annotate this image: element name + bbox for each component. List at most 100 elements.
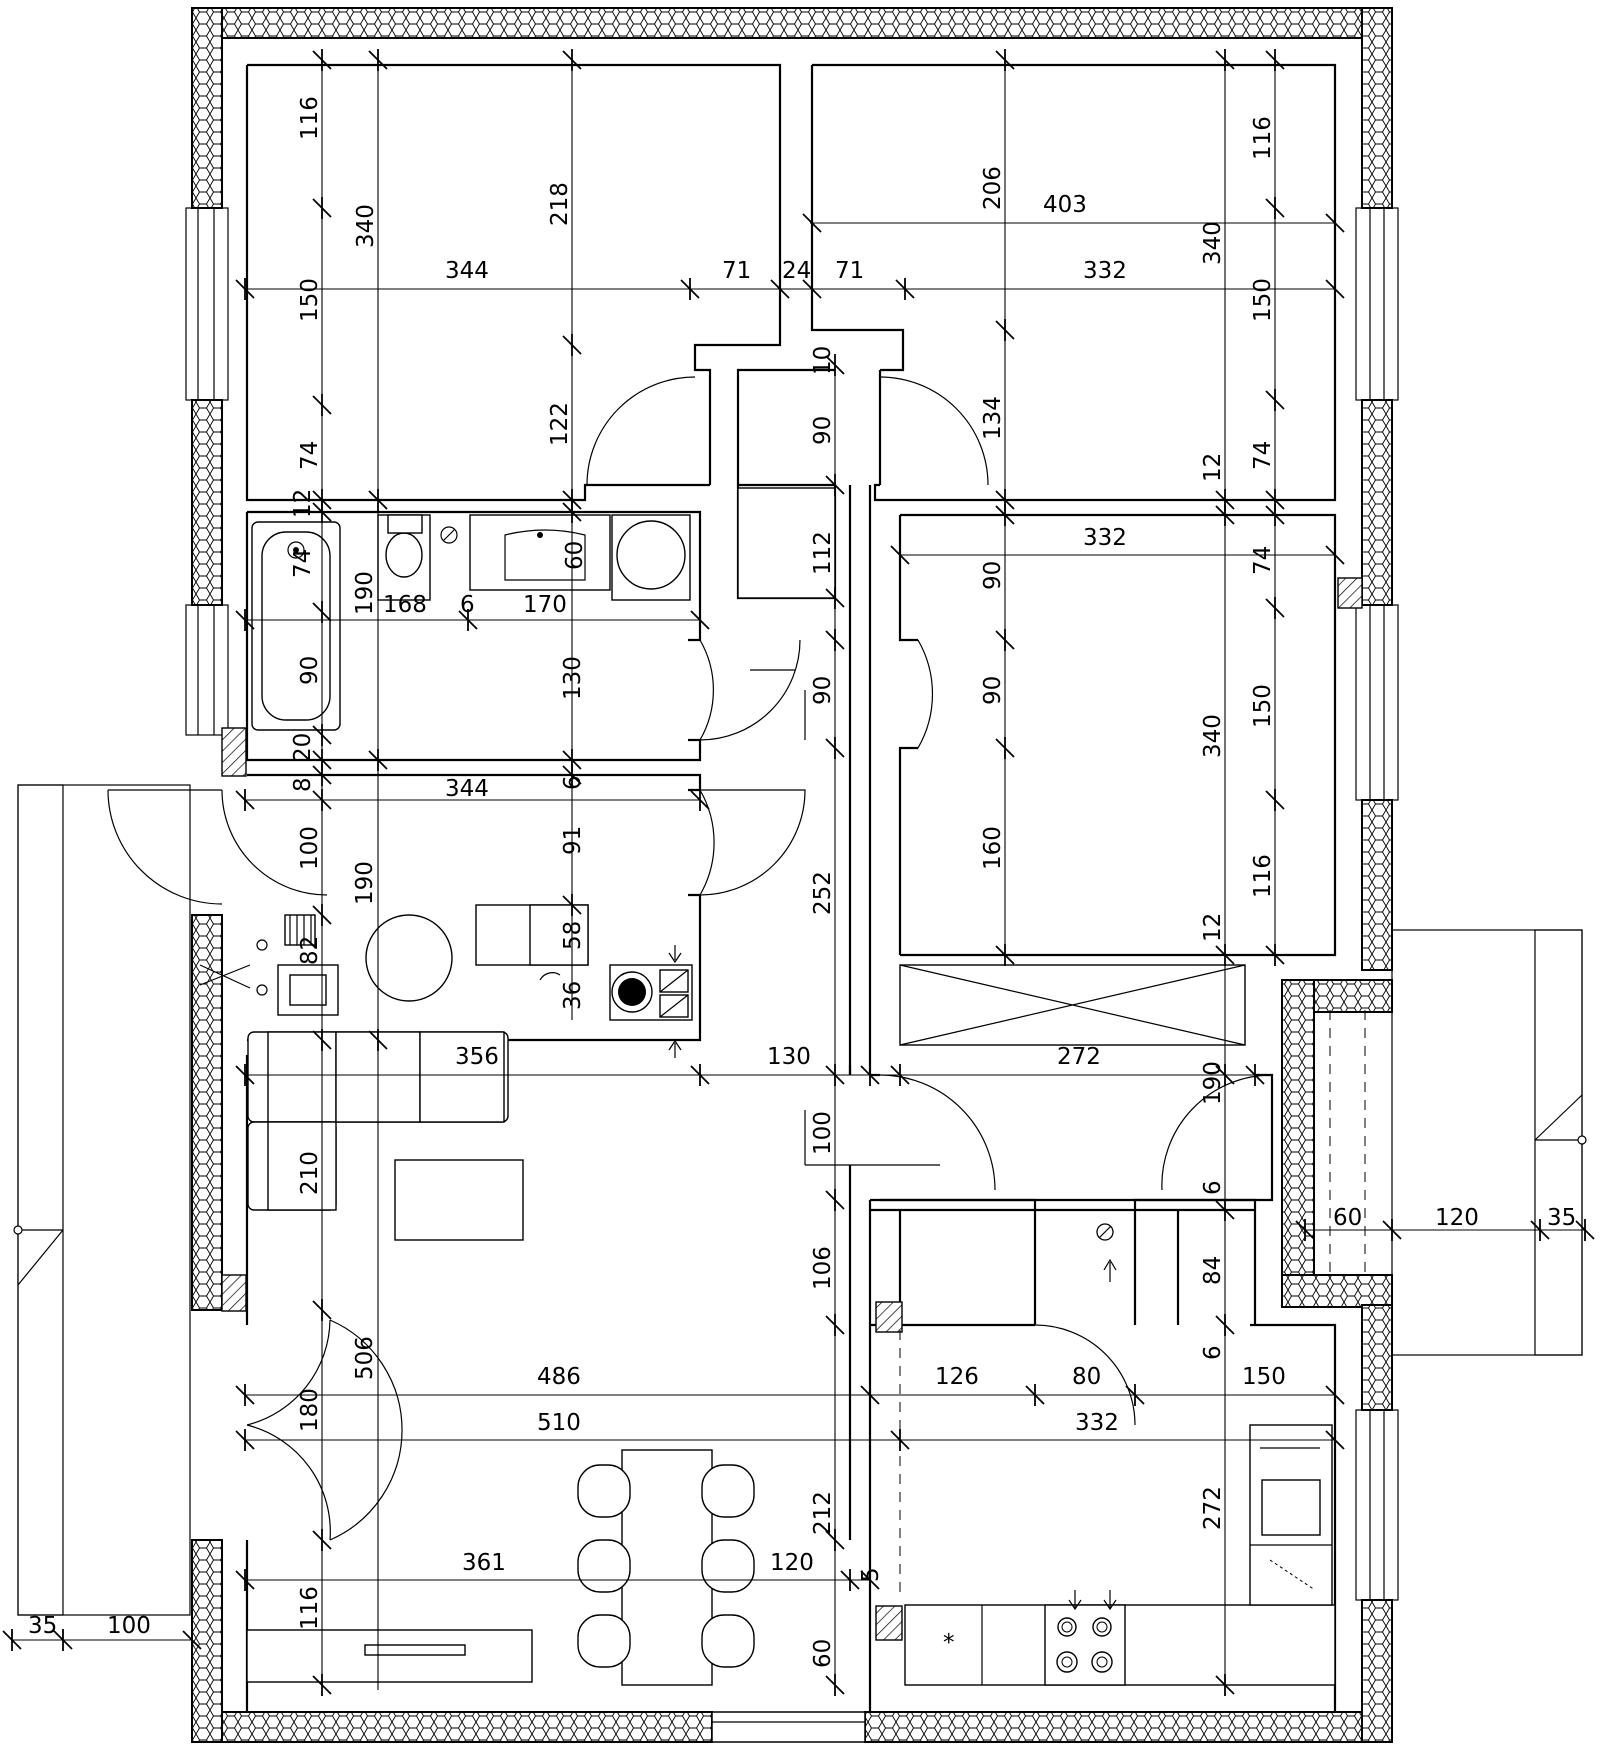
dim-212: 212 <box>810 1491 836 1535</box>
dim-20: 20 <box>290 733 316 762</box>
dim-60: 60 <box>562 541 588 570</box>
dim-84: 84 <box>1200 1256 1226 1285</box>
dim-100: 100 <box>107 1613 151 1639</box>
dim-150: 150 <box>1250 684 1276 728</box>
dim-6: 6 <box>1200 1345 1226 1360</box>
dim-130: 130 <box>560 656 586 700</box>
doors <box>107 376 1273 1541</box>
dim-170: 170 <box>523 592 567 618</box>
dim-5: 5 <box>858 1567 884 1582</box>
dim-12: 12 <box>290 489 316 518</box>
dim-74: 74 <box>290 549 316 578</box>
dim-126: 126 <box>935 1364 979 1390</box>
dim-190: 190 <box>1200 1061 1226 1105</box>
structural-columns <box>221 577 1363 1641</box>
dim-112: 112 <box>810 531 836 575</box>
dim-361: 361 <box>462 1550 506 1576</box>
dim-71: 71 <box>835 258 864 284</box>
dim-12: 12 <box>1200 913 1226 942</box>
dim-332: 332 <box>1075 1410 1119 1436</box>
dim-120: 120 <box>1435 1205 1479 1231</box>
bathroom-fixtures <box>251 514 691 731</box>
dim-106: 106 <box>810 1246 836 1290</box>
dim-100: 100 <box>810 1111 836 1155</box>
svg-text:*: * <box>943 1630 955 1656</box>
dim-90: 90 <box>810 416 836 445</box>
dim-90: 90 <box>980 561 1006 590</box>
dim-90: 90 <box>810 676 836 705</box>
dim-6: 6 <box>1200 1180 1226 1195</box>
dim-160: 160 <box>980 826 1006 870</box>
dim-340: 340 <box>1200 221 1226 265</box>
dim-91: 91 <box>560 826 586 855</box>
dim-206: 206 <box>980 166 1006 210</box>
dim-8: 8 <box>290 777 316 792</box>
dim-82: 82 <box>297 936 323 965</box>
dim-35: 35 <box>28 1613 57 1639</box>
interior-walls <box>245 63 1337 1712</box>
dining-set <box>246 1449 755 1686</box>
dim-252: 252 <box>810 871 836 915</box>
dimension-ticks <box>2 49 1595 1696</box>
balcony-west <box>13 784 191 1616</box>
storage-unit <box>737 487 836 599</box>
arrows <box>668 945 1117 1611</box>
dim-10: 10 <box>810 346 836 375</box>
dashed-lines <box>869 1010 1366 1600</box>
dim-80: 80 <box>1072 1364 1101 1390</box>
dim-332: 332 <box>1083 525 1127 551</box>
dim-6: 6 <box>560 775 586 790</box>
dim-35: 35 <box>1547 1205 1576 1231</box>
dim-71: 71 <box>722 258 751 284</box>
windows <box>185 207 1399 1601</box>
dim-168: 168 <box>383 592 427 618</box>
dim-116: 116 <box>297 96 323 140</box>
dim-272: 272 <box>1200 1486 1226 1530</box>
kitchen-units <box>899 964 1336 1686</box>
dim-344: 344 <box>445 776 489 802</box>
dim-60: 60 <box>810 1639 836 1668</box>
dim-74: 74 <box>1250 546 1276 575</box>
dim-340: 340 <box>353 204 379 248</box>
dim-356: 356 <box>455 1044 499 1070</box>
dim-332: 332 <box>1083 258 1127 284</box>
dim-403: 403 <box>1043 192 1087 218</box>
dim-272: 272 <box>1057 1044 1101 1070</box>
dim-344: 344 <box>445 258 489 284</box>
dim-6: 6 <box>460 592 475 618</box>
dim-180: 180 <box>297 1388 323 1432</box>
dim-506: 506 <box>352 1336 378 1380</box>
dim-12: 12 <box>1200 453 1226 482</box>
dim-58: 58 <box>560 921 586 950</box>
dim-134: 134 <box>980 396 1006 440</box>
dim-74: 74 <box>297 441 323 470</box>
dim-100: 100 <box>297 826 323 870</box>
dim-90: 90 <box>980 676 1006 705</box>
dimension-lines <box>12 55 1585 1690</box>
utility-fixtures: * <box>943 1223 1114 1656</box>
dim-190: 190 <box>352 861 378 905</box>
dim-116: 116 <box>1250 116 1276 160</box>
exterior-walls <box>191 7 1393 1743</box>
dim-150: 150 <box>1242 1364 1286 1390</box>
dim-116: 116 <box>1250 854 1276 898</box>
dim-190: 190 <box>352 571 378 615</box>
dim-486: 486 <box>537 1364 581 1390</box>
dimension-labels: 116 340 218 150 74 122 344 71 24 71 332 … <box>28 96 1576 1668</box>
dim-130: 130 <box>767 1044 811 1070</box>
dim-150: 150 <box>1250 278 1276 322</box>
dim-116: 116 <box>297 1586 323 1630</box>
dim-210: 210 <box>297 1151 323 1195</box>
dim-510: 510 <box>537 1410 581 1436</box>
hall-fixtures <box>199 904 693 1021</box>
dim-24: 24 <box>782 258 811 284</box>
balcony-east <box>1391 929 1587 1356</box>
dim-218: 218 <box>547 182 573 226</box>
dim-36: 36 <box>560 981 586 1010</box>
dim-120: 120 <box>770 1550 814 1576</box>
dim-150: 150 <box>297 278 323 322</box>
dim-340: 340 <box>1200 714 1226 758</box>
dim-122: 122 <box>547 402 573 446</box>
dim-60: 60 <box>1333 1205 1362 1231</box>
